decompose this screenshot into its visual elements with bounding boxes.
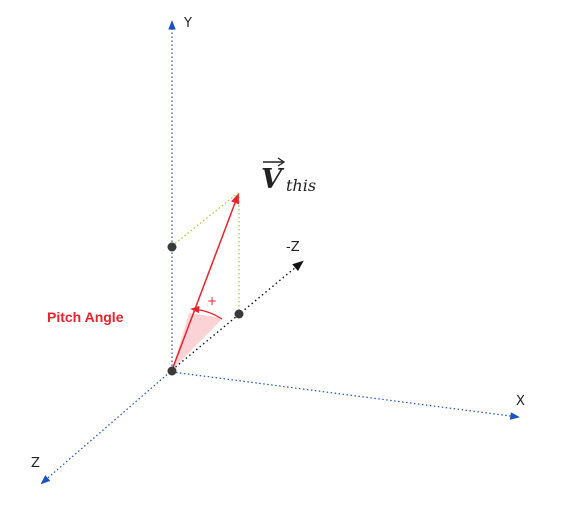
z-projection-point	[234, 309, 244, 319]
pitch-angle-symbol: +	[207, 294, 217, 308]
x-axis-label: X	[516, 394, 525, 409]
neg-z-axis-label: -Z	[286, 240, 300, 255]
pitch-angle-wedge	[172, 313, 223, 370]
vector-v-this	[171, 193, 239, 371]
origin-point	[167, 366, 177, 376]
vector-symbol: V	[261, 164, 285, 195]
vector-overline-arrowhead-icon	[277, 157, 286, 167]
neg-z-axis	[171, 260, 304, 371]
y-axis-label: Y	[183, 16, 192, 31]
y-projection-point	[167, 242, 177, 252]
z-axis-label: Z	[31, 456, 40, 471]
z-axis	[40, 371, 171, 485]
pitch-angle-label: Pitch Angle	[47, 309, 124, 325]
vector-label: V this	[261, 157, 316, 195]
vector-subscript: this	[286, 176, 316, 195]
x-axis	[171, 371, 520, 420]
